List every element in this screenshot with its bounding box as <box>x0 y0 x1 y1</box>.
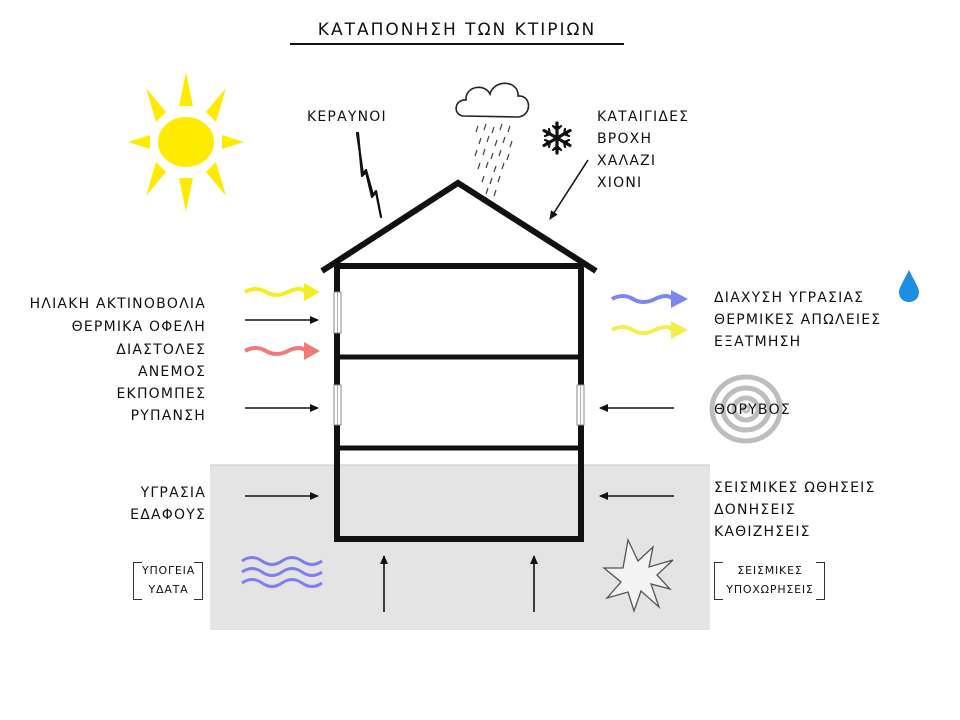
hail-label: ΧΑΛΑΖΙ <box>597 153 657 169</box>
evaporation-label: ΕΞΑΤΜΗΣΗ <box>714 334 802 350</box>
lightning-bolt-icon <box>355 131 383 219</box>
subsidence-label-1: ΣΕΙΣΜΙΚΕΣ <box>737 564 803 577</box>
moisture-diffusion-arrow <box>611 294 675 304</box>
soil-moisture-label-1: ΥΓΡΑΣΙΑ <box>140 485 206 501</box>
rain-label: ΒΡΟΧΗ <box>597 131 653 147</box>
expansion-arrowhead <box>304 342 320 360</box>
expansion-label: ΔΙΑΣΤΟΛΕΣ <box>116 342 206 358</box>
solar-radiation-arrowhead <box>304 283 320 301</box>
expansion-arrow <box>244 346 308 356</box>
vibrations-label: ΔΟΝΗΣΕΙΣ <box>714 502 796 518</box>
pollution-label: ΡΥΠΑΝΣΗ <box>130 408 206 424</box>
noise-rings-icon <box>709 374 783 444</box>
diagram-title: ΚΑΤΑΠΟΝΗΣΗ ΤΩΝ ΚΤΙΡΙΩΝ <box>290 20 624 45</box>
solar-radiation-arrow <box>244 287 308 297</box>
seismic-thrust-label: ΣΕΙΣΜΙΚΕΣ ΩΘΗΣΕΙΣ <box>714 480 876 496</box>
thermal-loss-arrow <box>611 325 675 335</box>
roof <box>320 179 598 274</box>
emissions-label: ΕΚΠΟΜΠΕΣ <box>116 386 206 402</box>
moisture-diffusion-arrowhead <box>671 290 688 308</box>
subsidence-bracket-left <box>714 562 723 600</box>
sun-icon <box>128 72 244 212</box>
thermal-loss-arrowhead <box>671 321 688 339</box>
seismic-burst-icon <box>602 537 674 614</box>
noise-label: ΘΟΡΥΒΟΣ <box>714 402 791 418</box>
thermal-gains-label: ΘΕΡΜΙΚΑ ΟΦΕΛΗ <box>71 319 206 335</box>
subsidence-label-2: ΥΠΟΧΩΡΗΣΕΙΣ <box>726 583 814 596</box>
settlement-label: ΚΑΘΙΖΗΣΕΙΣ <box>714 524 811 540</box>
soil-moisture-label-2: ΕΔΑΦΟΥΣ <box>130 507 206 523</box>
storms-label: ΚΑΤΑΙΓΙΔΕΣ <box>597 109 690 125</box>
groundwater-bracket-right <box>194 562 203 600</box>
water-waves-icon <box>241 556 323 588</box>
storm-arrow <box>549 159 589 220</box>
snowflake-icon <box>542 121 572 155</box>
solar-radiation-label: ΗΛΙΑΚΗ ΑΚΤΙΝΟΒΟΛΙΑ <box>29 296 206 312</box>
lightning-label: ΚΕΡΑΥΝΟΙ <box>307 109 387 125</box>
subsidence-bracket-right <box>816 562 825 600</box>
groundwater-label-1: ΥΠΟΓΕΙΑ <box>141 564 196 577</box>
groundwater-label-2: ΥΔΑΤΑ <box>148 583 189 596</box>
water-drop-icon <box>899 270 919 302</box>
wind-label: ΑΝΕΜΟΣ <box>137 364 206 380</box>
groundwater-bracket-left <box>133 562 142 600</box>
thermal-losses-label: ΘΕΡΜΙΚΕΣ ΑΠΩΛΕΙΕΣ <box>714 312 882 328</box>
snow-label: ΧΙΟΝΙ <box>597 175 643 191</box>
moisture-diffusion-label: ΔΙΑΧΥΣΗ ΥΓΡΑΣΙΑΣ <box>714 290 865 306</box>
rain-cloud-icon <box>455 82 530 197</box>
